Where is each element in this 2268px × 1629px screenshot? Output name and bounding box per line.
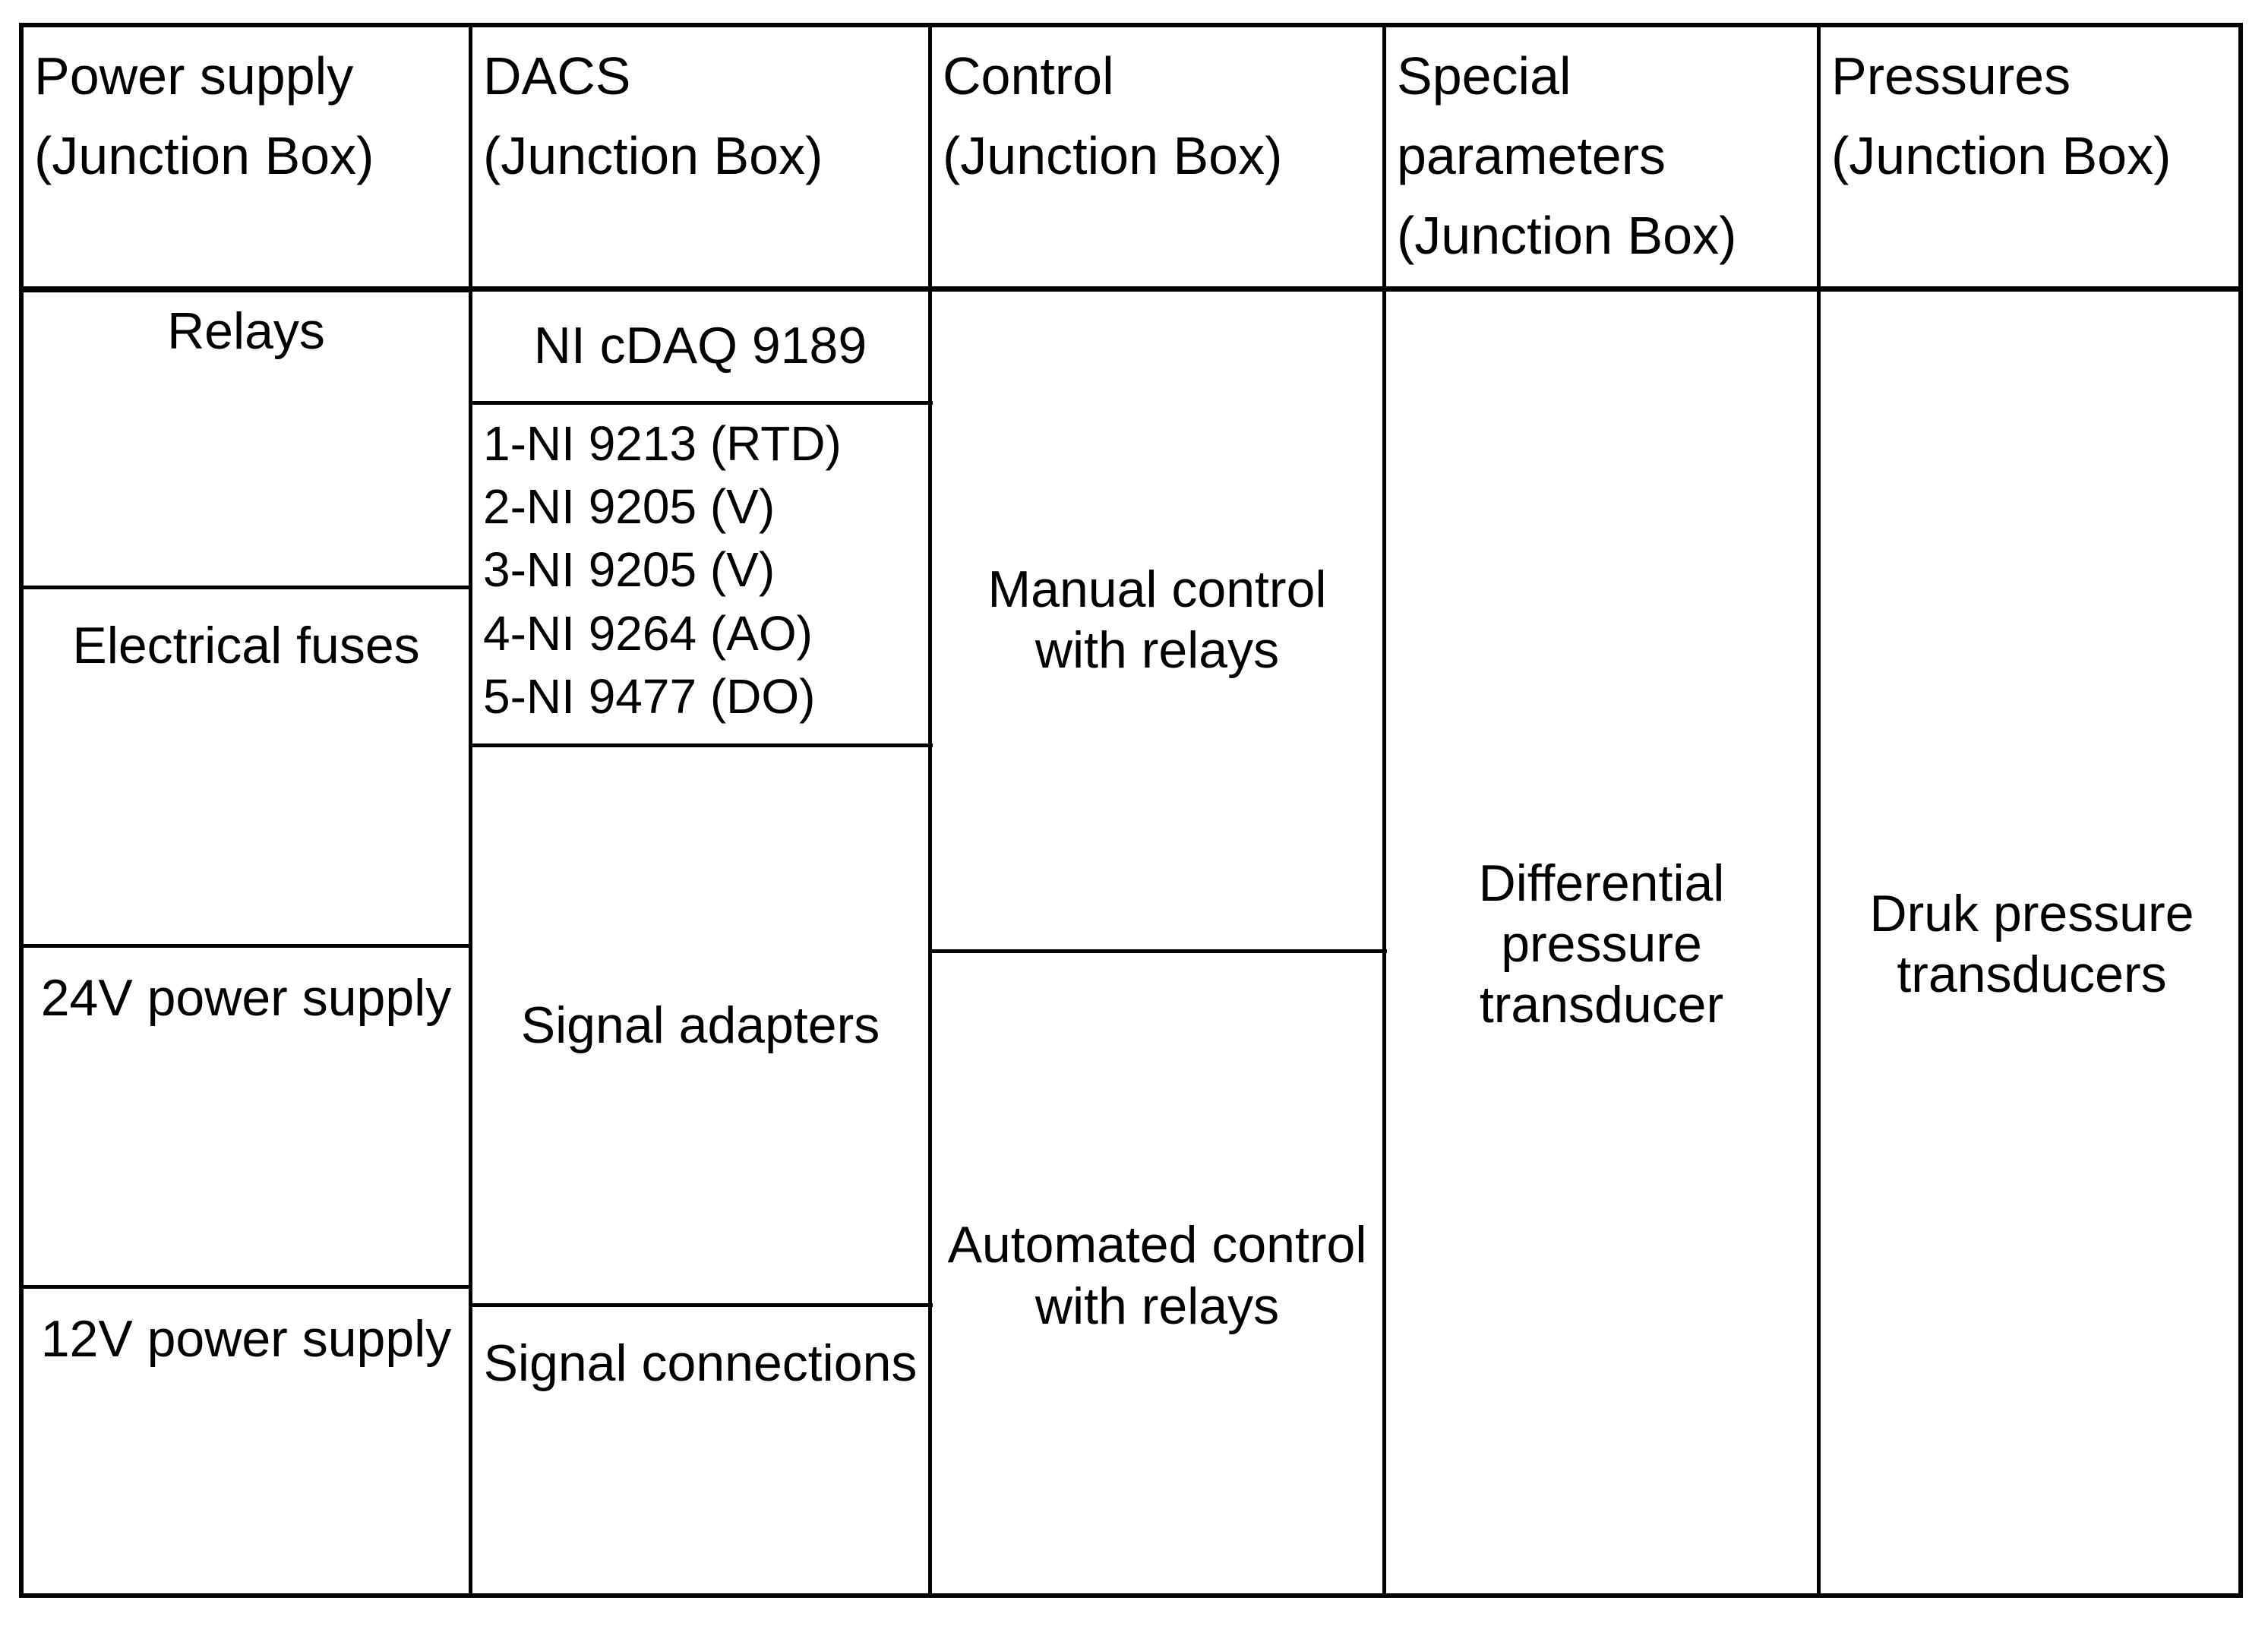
header-special-parameters-title-line2: parameters bbox=[1397, 126, 1666, 185]
cell-ni-module-list-text: 1-NI 9213 (RTD) 2-NI 9205 (V) 3-NI 9205 … bbox=[483, 412, 918, 728]
power-supply-rule-1 bbox=[19, 289, 469, 292]
cell-ni-module-list: 1-NI 9213 (RTD) 2-NI 9205 (V) 3-NI 9205 … bbox=[472, 405, 928, 743]
ni-module-3: 3-NI 9205 (V) bbox=[483, 542, 775, 598]
cell-ni-cdaq-chassis: NI cDAQ 9189 bbox=[472, 290, 928, 401]
header-special-parameters: Special parameters (Junction Box) bbox=[1386, 27, 1817, 286]
cell-24v-power-supply-text: 24V power supply bbox=[40, 969, 452, 1027]
power-supply-rule-3 bbox=[19, 944, 469, 948]
column-divider-2 bbox=[928, 23, 932, 1598]
dacs-rule-modules bbox=[469, 743, 933, 747]
cell-12v-power-supply: 12V power supply bbox=[24, 1289, 469, 1598]
cell-signal-connections: Signal connections bbox=[472, 1307, 928, 1598]
cell-electrical-fuses-text: Electrical fuses bbox=[72, 617, 420, 674]
system-architecture-table: Power supply (Junction Box) DACS (Juncti… bbox=[19, 23, 2243, 1598]
cell-24v-power-supply: 24V power supply bbox=[24, 948, 469, 1285]
cell-electrical-fuses: Electrical fuses bbox=[24, 589, 469, 944]
cell-manual-control-text: Manual control with relays bbox=[987, 560, 1327, 679]
header-pressures-title: Pressures bbox=[1831, 46, 2071, 106]
cell-relays: Relays bbox=[24, 290, 469, 586]
power-supply-rule-4 bbox=[19, 1285, 469, 1289]
dacs-rule-chassis bbox=[469, 401, 933, 405]
header-control: Control (Junction Box) bbox=[932, 27, 1382, 286]
ni-module-5: 5-NI 9477 (DO) bbox=[483, 668, 816, 724]
header-power-supply-text: Power supply (Junction Box) bbox=[34, 36, 458, 196]
cell-12v-power-supply-text: 12V power supply bbox=[40, 1310, 452, 1368]
header-special-parameters-text: Special parameters (Junction Box) bbox=[1397, 36, 1806, 276]
header-dacs: DACS (Junction Box) bbox=[472, 27, 928, 286]
cell-ni-cdaq-chassis-text: NI cDAQ 9189 bbox=[533, 316, 867, 374]
header-special-parameters-subtitle: (Junction Box) bbox=[1397, 206, 1737, 265]
header-control-subtitle: (Junction Box) bbox=[943, 126, 1283, 185]
column-divider-3 bbox=[1382, 23, 1386, 1598]
header-dacs-subtitle: (Junction Box) bbox=[483, 126, 823, 185]
cell-manual-control: Manual control with relays bbox=[932, 290, 1382, 949]
cell-differential-pressure-transducer-text: Differential pressure transducer bbox=[1478, 854, 1725, 1034]
header-power-supply-title: Power supply bbox=[34, 46, 354, 106]
header-dacs-title: DACS bbox=[483, 46, 631, 106]
header-pressures-text: Pressures (Junction Box) bbox=[1831, 36, 2232, 196]
cell-signal-adapters: Signal adapters bbox=[472, 747, 928, 1303]
column-divider-1 bbox=[469, 23, 472, 1598]
power-supply-rule-2 bbox=[19, 586, 469, 589]
control-rule-1 bbox=[928, 949, 1387, 953]
cell-signal-connections-text: Signal connections bbox=[483, 1334, 918, 1392]
header-special-parameters-title-line1: Special bbox=[1397, 46, 1571, 106]
header-control-title: Control bbox=[943, 46, 1114, 106]
ni-module-1: 1-NI 9213 (RTD) bbox=[483, 416, 842, 471]
header-dacs-text: DACS (Junction Box) bbox=[483, 36, 918, 196]
dacs-rule-adapters bbox=[469, 1303, 933, 1307]
header-power-supply: Power supply (Junction Box) bbox=[24, 27, 469, 286]
cell-relays-text: Relays bbox=[167, 302, 325, 360]
cell-signal-adapters-text: Signal adapters bbox=[520, 996, 880, 1054]
header-control-text: Control (Junction Box) bbox=[943, 36, 1372, 196]
cell-druk-pressure-transducers-text: Druk pressure transducers bbox=[1869, 884, 2194, 1003]
header-bottom-rule bbox=[19, 286, 2243, 292]
ni-module-4: 4-NI 9264 (AO) bbox=[483, 605, 813, 661]
column-divider-4 bbox=[1817, 23, 1821, 1598]
header-power-supply-subtitle: (Junction Box) bbox=[34, 126, 374, 185]
cell-druk-pressure-transducers: Druk pressure transducers bbox=[1821, 290, 2243, 1598]
cell-automated-control-text: Automated control with relays bbox=[947, 1216, 1367, 1335]
header-pressures-subtitle: (Junction Box) bbox=[1831, 126, 2172, 185]
header-pressures: Pressures (Junction Box) bbox=[1821, 27, 2243, 286]
cell-differential-pressure-transducer: Differential pressure transducer bbox=[1386, 290, 1817, 1598]
cell-automated-control: Automated control with relays bbox=[932, 953, 1382, 1598]
ni-module-2: 2-NI 9205 (V) bbox=[483, 479, 775, 535]
